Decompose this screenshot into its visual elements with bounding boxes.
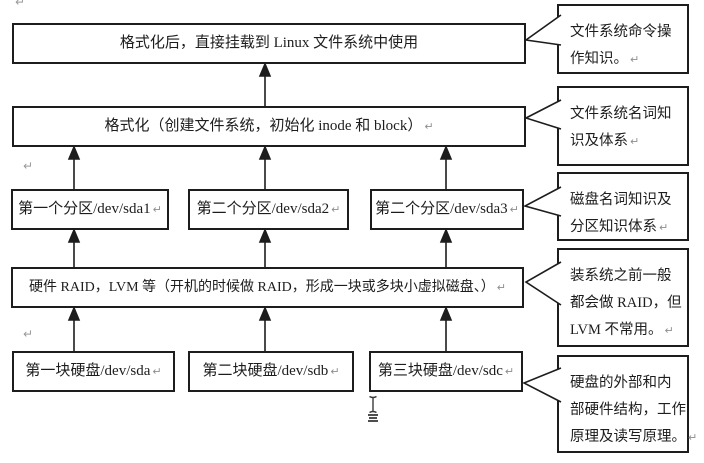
callout-tail-raid-note-icon [524, 261, 562, 306]
callout-line: 硬盘的外部和内 [570, 375, 672, 391]
callout-fs-command-knowledge[interactable]: 文件系统命令操 作知识。↵ [557, 4, 689, 74]
partition-sda2-label: 第二个分区/dev/sda2 [196, 201, 330, 217]
paragraph-mark-icon: ↵ [688, 431, 698, 444]
paragraph-mark-icon: ↵ [23, 159, 34, 173]
arrow-format-to-mount-icon [258, 61, 272, 106]
flow-box-partition-sda3[interactable]: 第二个分区/dev/sda3↵ [370, 189, 524, 230]
raid-lvm-label: 硬件 RAID，LVM 等（开机的时候做 RAID，形成一块或多块小虚拟磁盘、） [29, 279, 495, 295]
flow-box-mount[interactable]: 格式化后，直接挂载到 Linux 文件系统中使用 [12, 23, 526, 64]
paragraph-mark-icon: ↵ [331, 203, 341, 216]
flow-box-disk-sdb[interactable]: 第二块硬盘/dev/sdb↵ [188, 351, 354, 392]
callout-line: 文件系统命令操 [570, 24, 672, 40]
arrow-sdb-to-raid-icon [258, 305, 272, 351]
arrow-raid-to-sda2-icon [258, 227, 272, 267]
paragraph-mark-icon: ↵ [496, 281, 506, 294]
flow-box-disk-sdc[interactable]: 第三块硬盘/dev/sdc↵ [369, 351, 523, 392]
paragraph-mark-icon: ↵ [152, 365, 162, 378]
callout-line: 识及体系↵ [570, 133, 640, 149]
callout-line: 作知识。↵ [570, 51, 640, 67]
arrow-sda1-to-format-icon [67, 144, 81, 189]
callout-tail-disk-hardware-icon [522, 367, 562, 403]
callout-disk-terms[interactable]: 磁盘名词知识及 分区知识体系↵ [557, 172, 689, 241]
arrow-sda2-to-format-icon [258, 144, 272, 189]
flow-box-raid-lvm[interactable]: 硬件 RAID，LVM 等（开机的时候做 RAID，形成一块或多块小虚拟磁盘、）… [11, 267, 524, 308]
callout-line: 都会做 RAID，但 [570, 295, 682, 311]
callout-disk-hardware[interactable]: 硬盘的外部和内 部硬件结构，工作 原理及读写原理。↵ [557, 355, 698, 453]
callout-line: 文件系统名词知 [570, 106, 672, 122]
arrow-raid-to-sda3-icon [439, 227, 453, 267]
disk-sdc-label: 第三块硬盘/dev/sdc [377, 363, 503, 379]
arrow-sda-to-raid-icon [67, 305, 81, 351]
paragraph-mark-icon: ↵ [23, 327, 34, 341]
callout-line: 装系统之前一般 [570, 268, 672, 284]
partition-sda1-label: 第一个分区/dev/sda1 [18, 201, 151, 217]
callout-line: 分区知识体系↵ [570, 219, 669, 235]
paragraph-mark-icon: ↵ [664, 324, 674, 337]
callout-line: 磁盘名词知识及 [570, 192, 672, 208]
callout-tail-disk-terms-icon [522, 186, 562, 217]
partition-sda3-label: 第二个分区/dev/sda3 [375, 201, 508, 217]
paragraph-mark-icon: ↵ [504, 365, 515, 378]
paragraph-mark-icon: ↵ [330, 365, 340, 378]
ibeam-text-cursor-icon [368, 395, 378, 422]
flow-box-partition-sda2[interactable]: 第二个分区/dev/sda2↵ [188, 189, 349, 230]
flow-box-mount-label: 格式化后，直接挂载到 Linux 文件系统中使用 [119, 35, 419, 51]
flow-box-disk-sda[interactable]: 第一块硬盘/dev/sda↵ [12, 351, 175, 392]
paragraph-mark-icon: ↵ [509, 203, 519, 216]
paragraph-mark-icon: ↵ [630, 135, 640, 148]
paragraph-mark-icon: ↵ [424, 120, 434, 133]
arrow-sda3-to-format-icon [439, 144, 453, 189]
flow-box-partition-sda1[interactable]: 第一个分区/dev/sda1↵ [11, 189, 169, 230]
disk-sdb-label: 第二块硬盘/dev/sdb [202, 363, 329, 379]
callout-raid-note[interactable]: 装系统之前一般 都会做 RAID，但 LVM 不常用。↵ [557, 248, 689, 347]
callout-tails [522, 14, 562, 403]
paragraph-mark-icon: ↵ [152, 203, 162, 216]
callout-tail-fs-terms-icon [523, 99, 562, 130]
callout-line: 部硬件结构，工作 [570, 402, 686, 418]
paragraph-mark-icon: ↵ [659, 221, 669, 234]
arrow-sdc-to-raid-icon [439, 305, 453, 351]
callout-line: 原理及读写原理。↵ [570, 429, 698, 445]
disk-sda-label: 第一块硬盘/dev/sda [25, 363, 151, 379]
flow-box-format[interactable]: 格式化（创建文件系统，初始化 inode 和 block）↵ [12, 106, 526, 147]
paragraph-mark-icon: ↵ [15, 0, 26, 9]
flow-box-format-label: 格式化（创建文件系统，初始化 inode 和 block） [104, 118, 423, 134]
paragraph-mark-icon: ↵ [630, 53, 640, 66]
callout-line: LVM 不常用。↵ [570, 322, 674, 338]
callout-tail-fs-commands-icon [523, 14, 562, 46]
arrow-raid-to-sda1-icon [67, 227, 81, 267]
callout-fs-terms[interactable]: 文件系统名词知 识及体系↵ [557, 86, 689, 166]
